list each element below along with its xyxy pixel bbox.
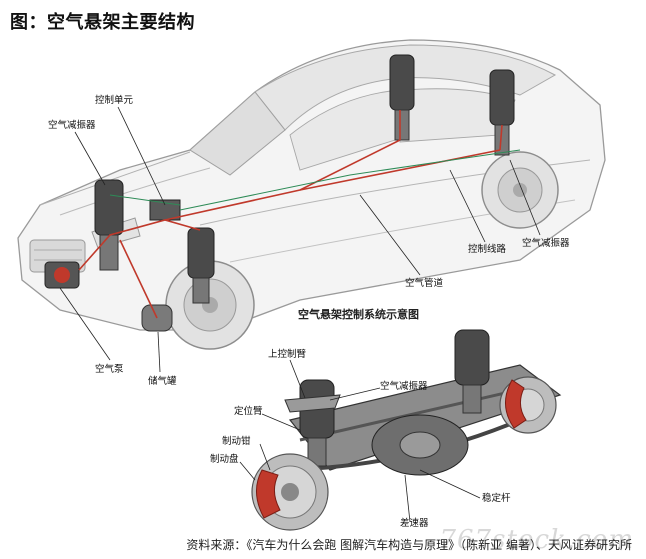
label-positioning-arm: 定位臂 [234,405,263,417]
label-front-air-shock: 空气减振器 [48,119,96,131]
label-control-unit: 控制单元 [95,94,134,106]
rear-air-strut [389,54,515,156]
label-upper-control-arm: 上控制臂 [268,348,307,360]
label-air-tank: 储气罐 [148,375,177,387]
car-diagram-subtitle: 空气悬架控制系统示意图 [298,307,419,321]
chassis-right-brake [499,376,557,434]
figure-title: 图：空气悬架主要结构 [10,12,195,33]
control-lines [109,149,521,211]
chassis-left-brake [251,453,329,531]
label-control-line: 控制线路 [468,243,507,255]
air-pump [44,261,80,289]
label-air-pipe: 空气管道 [405,277,444,289]
label-chassis-air-shock: 空气减振器 [380,380,428,392]
label-differential: 差速器 [400,517,429,529]
label-stabilizer-bar: 稳定杆 [482,492,511,504]
label-brake-disc: 制动盘 [210,453,239,465]
label-brake-caliper: 制动钳 [222,435,251,447]
watermark: 767stock.com [439,525,634,555]
front-air-strut [94,179,215,304]
chassis-assembly [269,329,562,476]
air-pipes [78,110,503,319]
car-rear-wheel [481,151,559,229]
label-air-pump: 空气泵 [95,363,124,375]
figure-source: 资料来源：《汽车为什么会跑 图解汽车构造与原理》（陈新亚 编著）、天风证券研究所 [186,538,632,552]
label-rear-air-shock: 空气减振器 [522,237,570,249]
